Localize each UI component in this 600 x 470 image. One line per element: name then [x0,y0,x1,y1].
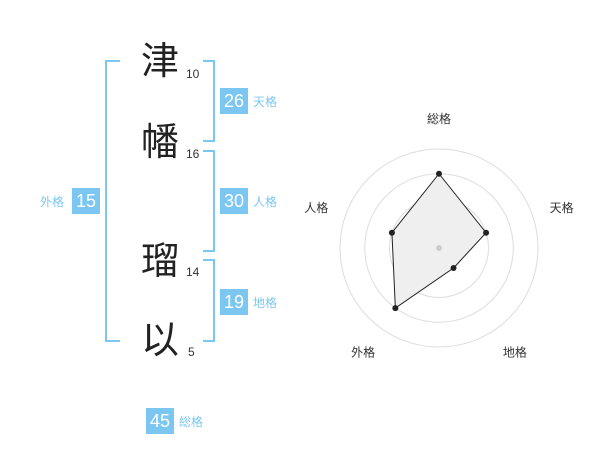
radar-axis-label-2: 天格 [550,200,574,215]
soukaku-value-badge: 45 [146,408,174,434]
chikaku-bracket [203,259,215,342]
jinkaku-bracket [203,150,215,252]
radar-point-2 [483,229,490,236]
radar-point-3 [450,265,457,272]
radar-axis-label-1: 総格 [427,111,451,126]
stroke-count-2: 16 [186,147,200,161]
stroke-count-4: 5 [188,345,195,359]
name-char-3: 瑠 [141,239,180,283]
gaikaku-value-badge: 15 [72,188,100,214]
name-char-2: 幡 [141,120,180,164]
radar-axis-label-5: 人格 [304,200,328,215]
tenkaku-bracket [203,60,215,142]
radar-point-4 [392,305,399,312]
jinkaku-value-badge: 30 [220,188,248,214]
gaikaku-label: 外格 [40,195,65,209]
radar-center-dot [436,245,442,251]
radar-rings [339,148,539,348]
radar-point-5 [388,229,395,236]
chikaku-value-badge: 19 [220,289,248,315]
radar-ring-2 [389,198,489,298]
tenkaku-value-badge: 26 [220,88,248,114]
soukaku-label: 総格 [179,415,204,429]
radar-ring-1 [413,222,465,274]
stroke-count-3: 14 [186,265,200,279]
chikaku-label: 地格 [253,296,278,310]
stroke-count-1: 10 [186,67,200,81]
radar-polygon [391,172,487,309]
name-char-1: 津 [141,39,180,83]
radar-points [388,170,490,312]
radar-ring-3 [364,173,514,323]
radar-ring-4 [339,148,539,348]
jinkaku-label: 人格 [253,195,278,209]
radar-point-1 [436,170,442,177]
gaikaku-bracket [105,60,120,342]
radar-axis-label-3: 地格 [503,344,527,359]
radar-axis-label-4: 外格 [351,344,375,359]
name-char-4: 以 [141,318,180,362]
tenkaku-label: 天格 [253,95,278,109]
